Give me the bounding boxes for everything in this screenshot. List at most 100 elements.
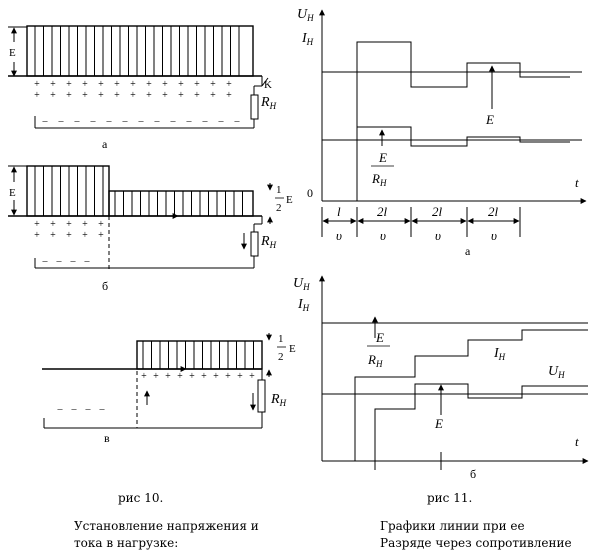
plus-charge: + [34, 219, 40, 230]
plus-charge: + [82, 90, 88, 101]
load-label-a: RН [260, 95, 277, 111]
fig11-title: рис 11. [427, 491, 473, 505]
plus-charge: + [34, 79, 40, 90]
load-label-c: RН [270, 392, 287, 408]
plus-charge: + [213, 371, 219, 382]
t-label-a: t [575, 175, 579, 190]
voltage-trace-a [356, 41, 570, 201]
half-charge-b [108, 190, 254, 217]
plus-charge: + [82, 219, 88, 230]
hatch-half-b [114, 191, 243, 216]
fig10-panel-b [8, 165, 273, 272]
plus-charge: + [130, 79, 136, 90]
origin-label: 0 [307, 186, 313, 200]
half-charge-c [136, 340, 263, 370]
segment-labels: l υ 2l υ 2l υ 2l υ [336, 204, 499, 243]
minus-charge: – [70, 256, 77, 267]
plus-charge: + [162, 79, 168, 90]
load-label-b: RН [260, 234, 277, 250]
hatch-lines-a [34, 26, 240, 76]
plus-charge: + [66, 230, 72, 241]
fig11-plot-b [319, 275, 589, 470]
plot-a-caption: а [465, 244, 471, 258]
plus-charge: + [82, 230, 88, 241]
fig10-caption-line2: тока в нагрузке: [74, 536, 179, 550]
plus-charges-c: ++++++++++ [141, 371, 255, 382]
minus-charge: – [99, 404, 106, 415]
minus-charge: – [218, 116, 225, 127]
svg-text:1: 1 [278, 333, 284, 345]
plus-charge: + [178, 90, 184, 101]
plus-charge: + [50, 79, 56, 90]
panel-c-caption: в [104, 431, 110, 445]
svg-text:2: 2 [276, 202, 282, 214]
minus-charge: – [42, 116, 49, 127]
plus-charge: + [146, 90, 152, 101]
plus-charge: + [98, 90, 104, 101]
minus-charge: – [138, 116, 145, 127]
svg-text:2l: 2l [377, 204, 388, 219]
plus-charge: + [153, 371, 159, 382]
svg-text:2: 2 [278, 351, 284, 363]
current-trace-a [356, 126, 570, 201]
plus-charge: + [210, 79, 216, 90]
plus-charge: + [194, 79, 200, 90]
plus-charge: + [225, 371, 231, 382]
minus-charge: – [154, 116, 161, 127]
plus-charge: + [189, 371, 195, 382]
svg-text:E: E [375, 330, 384, 345]
hatch-lines-c [142, 341, 254, 369]
fig10-panel-c [42, 333, 272, 429]
svg-text:RН: RН [371, 171, 387, 188]
fig10-caption-line1: Установление напряжения и [74, 519, 259, 533]
plus-charge: + [82, 79, 88, 90]
minus-charge: – [56, 256, 63, 267]
plus-charge: + [50, 230, 56, 241]
minus-charge: – [186, 116, 193, 127]
voltage-curve-label-b: UН [548, 364, 565, 380]
current-fraction-a: E RН [371, 150, 394, 188]
plus-charge: + [226, 79, 232, 90]
minus-charge: – [57, 404, 64, 415]
plus-charge: + [98, 230, 104, 241]
svg-text:2l: 2l [432, 204, 443, 219]
plus-charge: + [249, 371, 255, 382]
e-label-b: E [434, 416, 443, 431]
current-fraction-b: E RН [367, 330, 390, 369]
y-label-u-a: UН [297, 7, 314, 23]
load-resistor-b [250, 231, 259, 257]
svg-text:1: 1 [276, 184, 282, 196]
plus-charge: + [210, 90, 216, 101]
minus-charge: – [170, 116, 177, 127]
y-label-i-b: IН [297, 297, 310, 313]
svg-text:υ: υ [336, 228, 342, 243]
load-resistor-a [250, 94, 259, 120]
plus-charge: + [162, 90, 168, 101]
voltage-trace-b [374, 383, 588, 461]
svg-text:RН: RН [367, 352, 383, 369]
minus-charge: – [74, 116, 81, 127]
current-curve-label-b: IН [493, 346, 506, 362]
minus-charge: – [85, 404, 92, 415]
plus-charge: + [178, 79, 184, 90]
plot-b-caption: б [470, 467, 476, 481]
plus-charge: + [34, 90, 40, 101]
plus-charge: + [66, 90, 72, 101]
fig10-panel-a [8, 25, 269, 129]
panel-b-caption: б [102, 279, 108, 293]
current-trace-b [354, 329, 588, 461]
plus-charge: + [114, 90, 120, 101]
svg-text:υ: υ [380, 228, 386, 243]
plus-charge: + [98, 219, 104, 230]
svg-text:l: l [337, 204, 341, 219]
plus-charge: + [50, 219, 56, 230]
t-label-b: t [575, 434, 579, 449]
plus-charge: + [177, 371, 183, 382]
svg-text:E: E [289, 343, 296, 355]
plus-charge: + [141, 371, 147, 382]
half-e-label-c: 1 2 E [277, 333, 296, 363]
plus-charge: + [130, 90, 136, 101]
svg-text:2l: 2l [488, 204, 499, 219]
minus-charge: – [84, 256, 91, 267]
plus-charge: + [50, 90, 56, 101]
